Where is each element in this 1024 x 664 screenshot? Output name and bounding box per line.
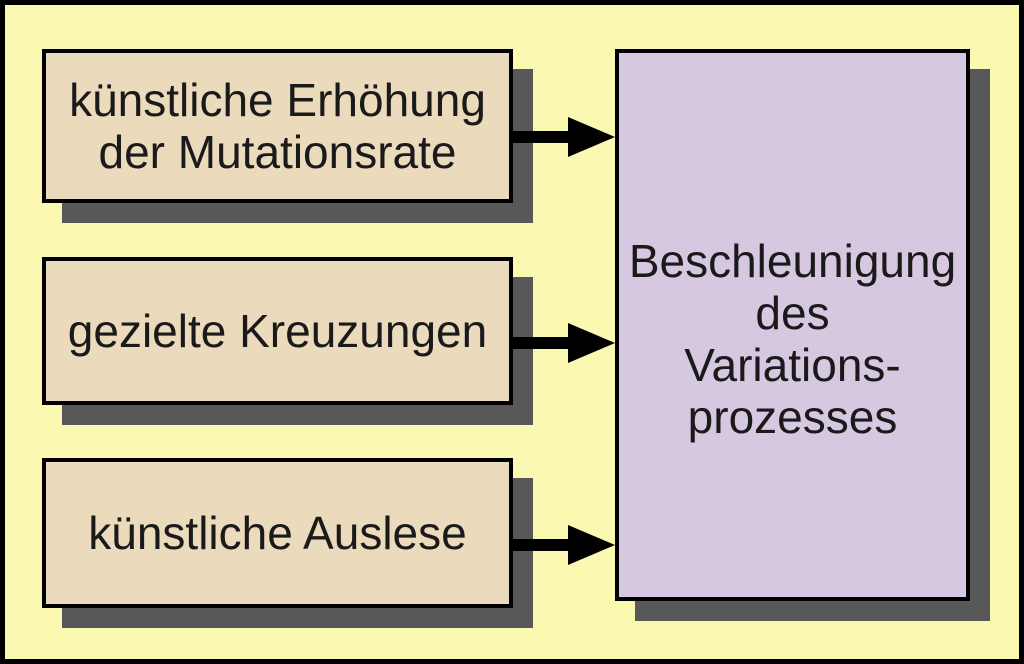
arrow-head [568,525,615,565]
arrow-right-icon-3 [513,525,615,565]
arrow-head [568,323,615,363]
source-box-selection-line-1: künstliche Auslese [88,507,467,559]
source-box-crossings-line-1: gezielte Kreuzungen [67,305,488,357]
source-box-mutation-rate: künstliche Erhöhung der Mutationsrate [42,49,513,203]
result-box-line-2: des [755,287,830,339]
result-box-acceleration: Beschleunigung des Variations- prozesses [615,49,970,601]
arrow-head [568,117,615,157]
source-box-selection: künstliche Auslese [42,458,513,608]
result-box-line-3: Variations- [684,339,901,391]
source-box-mutation-rate-line-2: der Mutationsrate [98,126,457,178]
result-box-line-4: prozesses [687,391,898,443]
arrow-right-icon-2 [513,323,615,363]
arrow-shaft [513,337,571,349]
arrow-shaft [513,131,571,143]
source-box-crossings: gezielte Kreuzungen [42,257,513,405]
source-box-mutation-rate-line-1: künstliche Erhöhung [69,74,486,126]
result-box-line-1: Beschleunigung [628,235,957,287]
arrow-shaft [513,539,571,551]
arrow-right-icon-1 [513,117,615,157]
